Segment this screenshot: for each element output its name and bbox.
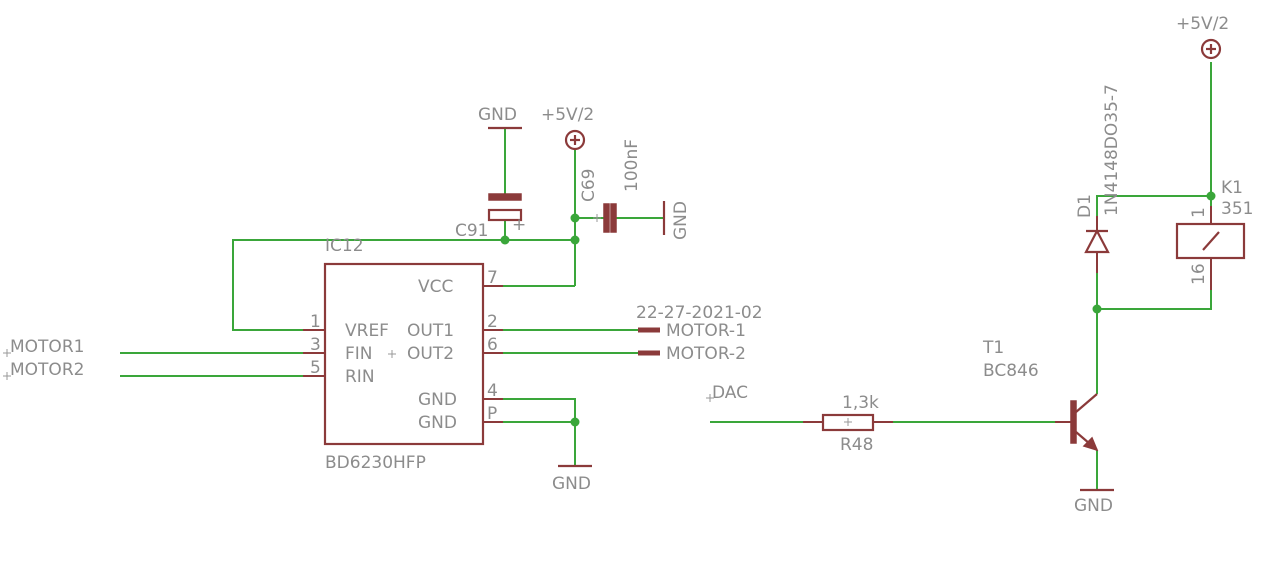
t1-collector <box>1075 393 1098 413</box>
d1-name: D1 <box>1075 194 1095 218</box>
capacitor-c69: C69 100nF <box>579 139 642 233</box>
ic12-name: IC12 <box>325 236 364 256</box>
pin-2-number: 2 <box>487 312 498 332</box>
wire-vref <box>232 239 575 331</box>
d1-value: 1N4148DO35-7 <box>1102 84 1122 216</box>
gnd-symbol-ic: GND <box>552 464 592 494</box>
gnd-transistor-label: GND <box>1074 496 1113 516</box>
k1-pin-1-number: 1 <box>1189 207 1209 218</box>
wire-gnd-pin4 <box>503 398 576 466</box>
vcc-circle <box>564 129 586 151</box>
c69-value: 100nF <box>622 139 642 192</box>
input-labels: MOTOR1 MOTOR2 <box>3 337 84 380</box>
ic12-gnd1-label: GND <box>418 390 457 410</box>
ic12-out2-label: OUT2 <box>407 344 454 364</box>
vcc-symbol-ic: +5V/2 <box>541 105 594 151</box>
net-label-motor1: MOTOR1 <box>10 337 84 357</box>
connector-label-motor-2: MOTOR-2 <box>666 344 746 364</box>
ic12-value: BD6230HFP <box>325 453 426 473</box>
gnd-cap-label: GND <box>671 201 691 240</box>
wire-relay-bottom <box>1097 290 1212 310</box>
k1-value: 351 <box>1221 199 1253 219</box>
gnd-symbol-transistor: GND <box>1074 488 1114 516</box>
t1-emitter-arrow <box>1082 436 1099 452</box>
c69-plate-left <box>603 203 610 233</box>
ic12-gnd2-label: GND <box>418 413 457 433</box>
c91-plate-bottom <box>487 208 523 222</box>
k1-name: K1 <box>1221 178 1243 198</box>
gnd-symbol-top: GND <box>478 105 522 130</box>
pin-6-number: 6 <box>487 335 498 355</box>
connector-label-motor-1: MOTOR-1 <box>666 321 746 341</box>
pin-4-number: 4 <box>487 381 498 401</box>
ic12: IC12 BD6230HFP 1 3 5 7 2 6 4 P VCC VREF … <box>303 236 503 473</box>
pin-3-number: 3 <box>310 335 321 355</box>
wires <box>120 62 1212 490</box>
junction <box>570 417 580 427</box>
junction <box>570 235 580 245</box>
vcc-ic-label: +5V/2 <box>541 105 594 125</box>
wire-diode-top <box>1096 195 1211 216</box>
c69-plate-right <box>610 203 617 233</box>
junction <box>1206 191 1216 201</box>
c69-name: C69 <box>579 168 599 202</box>
net-label-motor2: MOTOR2 <box>10 360 84 380</box>
pin-p-number: P <box>487 404 497 424</box>
pin-5-number: 5 <box>310 358 321 378</box>
capacitor-c91: + C91 <box>455 193 526 241</box>
gnd-ic-label: GND <box>552 474 591 494</box>
k1-pin-16-number: 16 <box>1189 263 1209 285</box>
t1-name: T1 <box>982 338 1004 358</box>
gnd-symbol-c69: GND <box>662 201 691 240</box>
vcc-circle <box>1200 38 1222 60</box>
ic12-fin-label: FIN <box>345 344 373 364</box>
diode-d1: D1 1N4148DO35-7 <box>1075 84 1122 273</box>
junction <box>570 213 580 223</box>
transistor-t1: T1 BC846 <box>982 338 1099 452</box>
c91-name: C91 <box>455 221 489 241</box>
relay-k1: K1 351 1 16 <box>1175 178 1253 290</box>
c91-plus: + <box>512 215 526 235</box>
d1-triangle <box>1084 228 1110 254</box>
pin-7-number: 7 <box>487 268 498 288</box>
c91-plate-top <box>488 193 522 201</box>
junction <box>500 235 510 245</box>
connector: 22-27-2021-02 MOTOR-1 MOTOR-2 <box>636 303 763 364</box>
ic12-out1-label: OUT1 <box>407 321 454 341</box>
t1-value: BC846 <box>983 361 1039 381</box>
gnd-top-label: GND <box>478 105 517 125</box>
ic12-vcc-label: VCC <box>418 277 453 297</box>
pin-1-number: 1 <box>310 312 321 332</box>
ic12-rin-label: RIN <box>345 367 375 387</box>
vcc-relay-label: +5V/2 <box>1176 14 1229 34</box>
resistor-r48: 1,3k R48 <box>803 393 893 455</box>
r48-value: 1,3k <box>842 393 879 413</box>
t1-base-bar <box>1070 400 1077 444</box>
k1-coil-slash <box>1202 231 1220 251</box>
dac-net: DAC <box>706 383 748 403</box>
ic12-vref-label: VREF <box>345 321 389 341</box>
connector-name: 22-27-2021-02 <box>636 303 763 323</box>
net-label-dac: DAC <box>712 383 748 403</box>
vcc-symbol-relay: +5V/2 <box>1176 14 1229 60</box>
junction <box>1092 304 1102 314</box>
r48-name: R48 <box>840 435 873 455</box>
junctions <box>500 191 1216 427</box>
